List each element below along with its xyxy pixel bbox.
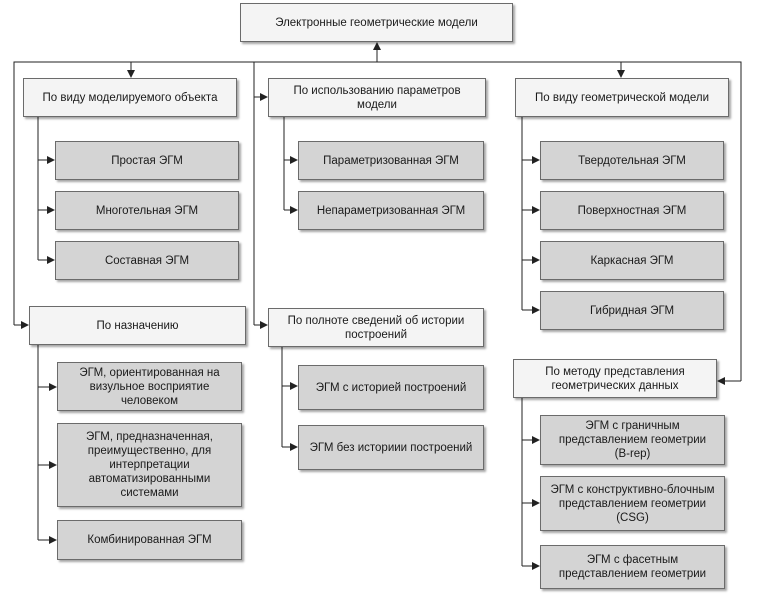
purpose-item: ЭГМ, ориентированная на визульное воспри… xyxy=(57,362,242,411)
geometry-kind-item: Поверхностная ЭГМ xyxy=(540,191,724,230)
geometry-kind-item: Гибридная ЭГМ xyxy=(540,291,724,330)
history-item: ЭГМ с историей построений xyxy=(298,365,484,410)
category-history: По полноте сведений об истории построени… xyxy=(268,308,484,347)
category-purpose: По назначению xyxy=(29,306,246,345)
category-geometry-kind: По виду геометрической модели xyxy=(515,78,729,117)
purpose-item: Комбинированная ЭГМ xyxy=(57,520,242,560)
parameters-item: Непараметризованная ЭГМ xyxy=(298,191,484,230)
parameters-item: Параметризованная ЭГМ xyxy=(298,141,484,180)
geometry-kind-item: Твердотельная ЭГМ xyxy=(540,141,724,180)
category-parameters: По использованию параметров модели xyxy=(268,78,486,117)
geometry-kind-item: Каркасная ЭГМ xyxy=(540,241,724,280)
history-item: ЭГМ без историии построений xyxy=(298,425,484,470)
category-representation: По методу представления геометрических д… xyxy=(513,359,717,398)
representation-item: ЭГМ с граничным представлением геометрии… xyxy=(540,415,725,465)
representation-item: ЭГМ с конструктивно-блочным представлени… xyxy=(540,476,725,531)
object-kind-item: Простая ЭГМ xyxy=(55,141,239,180)
category-object-kind: По виду моделируемого объекта xyxy=(23,78,237,117)
object-kind-item: Многотельная ЭГМ xyxy=(55,191,239,230)
purpose-item: ЭГМ, предназначенная, преимущественно, д… xyxy=(57,423,242,507)
representation-item: ЭГМ с фасетным представлением геометрии xyxy=(540,545,725,589)
object-kind-item: Составная ЭГМ xyxy=(55,241,239,280)
root-node: Электронные геометрические модели xyxy=(240,3,513,42)
